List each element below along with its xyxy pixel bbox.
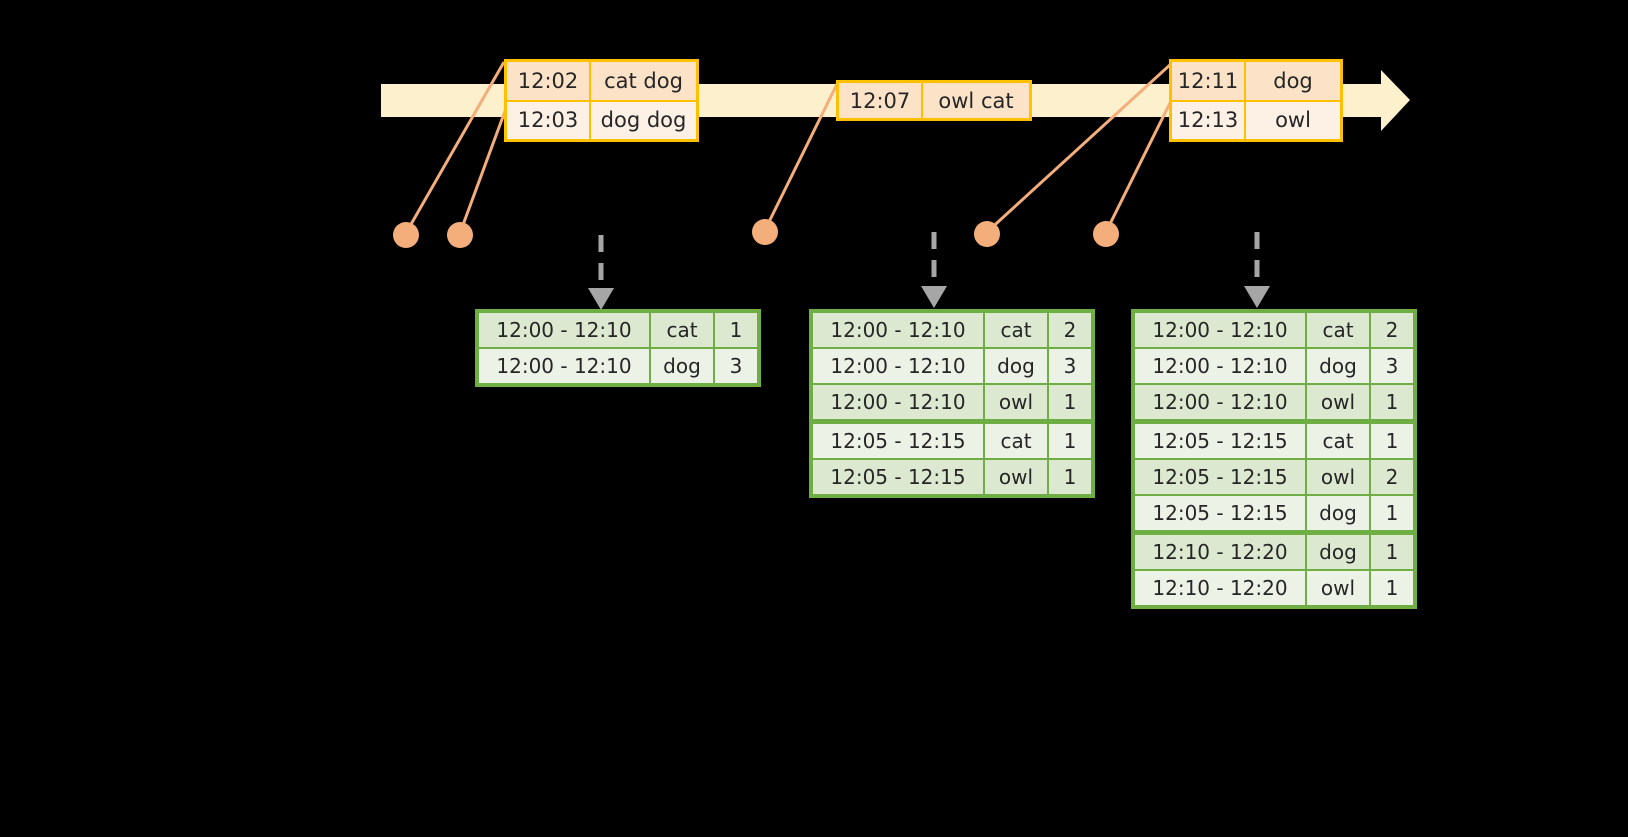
dashed-arrow-head-3	[1244, 286, 1270, 308]
table-row[interactable]: 12:10 - 12:20 owl 1	[1135, 571, 1413, 605]
event-group-2[interactable]: 12:07 owl cat	[836, 80, 1032, 121]
cell-window: 12:00 - 12:10	[1135, 349, 1305, 383]
timeline-arrowhead	[1359, 70, 1410, 131]
table-row[interactable]: 12:00 - 12:10 cat 2	[1135, 313, 1413, 347]
event-words: dog dog	[591, 101, 696, 139]
table-row[interactable]: 12:00 - 12:10 owl 1	[1135, 385, 1413, 419]
dashed-arrow-head-1	[588, 288, 614, 310]
cell-window: 12:00 - 12:10	[479, 313, 649, 347]
cell-word: cat	[1307, 313, 1369, 347]
cell-count: 2	[1371, 460, 1413, 494]
cell-count: 1	[1049, 424, 1091, 458]
cell-window: 12:05 - 12:15	[813, 460, 983, 494]
cell-window: 12:00 - 12:10	[479, 349, 649, 383]
result-table-3[interactable]: 12:00 - 12:10 cat 2 12:00 - 12:10 dog 3 …	[1131, 309, 1417, 609]
event-words: owl	[1246, 101, 1340, 139]
event-row[interactable]: 12:03 dog dog	[507, 99, 696, 139]
cell-word: cat	[985, 313, 1047, 347]
event-time: 12:13	[1172, 101, 1246, 139]
connector-dots	[393, 219, 1119, 248]
event-row[interactable]: 12:13 owl	[1172, 99, 1340, 139]
cell-window: 12:10 - 12:20	[1135, 571, 1305, 605]
connector-dot-3	[752, 219, 778, 245]
result-table-2[interactable]: 12:00 - 12:10 cat 2 12:00 - 12:10 dog 3 …	[809, 309, 1095, 498]
cell-count: 1	[1371, 385, 1413, 419]
event-row[interactable]: 12:11 dog	[1172, 62, 1340, 100]
table-row[interactable]: 12:00 - 12:10 dog 3	[813, 349, 1091, 383]
table-row[interactable]: 12:00 - 12:10 cat 2	[813, 313, 1091, 347]
cell-word: dog	[651, 349, 713, 383]
cell-count: 1	[1371, 571, 1413, 605]
cell-count: 1	[1049, 460, 1091, 494]
event-group-1[interactable]: 12:02 cat dog 12:03 dog dog	[504, 59, 699, 142]
cell-window: 12:05 - 12:15	[1135, 424, 1305, 458]
cell-count: 1	[715, 313, 757, 347]
cell-count: 1	[1371, 424, 1413, 458]
cell-count: 1	[1371, 535, 1413, 569]
event-time: 12:02	[507, 62, 591, 100]
cell-word: owl	[985, 385, 1047, 419]
cell-count: 3	[715, 349, 757, 383]
event-words: cat dog	[591, 62, 696, 100]
connector-dot-4	[974, 221, 1000, 247]
cell-count: 2	[1049, 313, 1091, 347]
event-words: dog	[1246, 62, 1340, 100]
table-row[interactable]: 12:00 - 12:10 cat 1	[479, 313, 757, 347]
cell-word: owl	[985, 460, 1047, 494]
connector-line-1	[404, 61, 506, 234]
connector-line-5	[1104, 102, 1172, 233]
cell-word: cat	[651, 313, 713, 347]
connector-dot-2	[447, 222, 473, 248]
table-row[interactable]: 12:00 - 12:10 dog 3	[479, 349, 757, 383]
cell-word: dog	[1307, 496, 1369, 530]
table-row[interactable]: 12:10 - 12:20 dog 1	[1135, 535, 1413, 569]
table-row[interactable]: 12:00 - 12:10 owl 1	[813, 385, 1091, 419]
cell-count: 3	[1049, 349, 1091, 383]
event-time: 12:07	[839, 83, 923, 118]
cell-window: 12:05 - 12:15	[1135, 460, 1305, 494]
table-row[interactable]: 12:05 - 12:15 cat 1	[1135, 424, 1413, 458]
cell-count: 1	[1049, 385, 1091, 419]
event-time: 12:11	[1172, 62, 1246, 100]
cell-word: cat	[985, 424, 1047, 458]
table-row[interactable]: 12:05 - 12:15 dog 1	[1135, 496, 1413, 530]
dashed-arrow-heads	[588, 286, 1270, 310]
connector-line-3	[763, 81, 840, 231]
cell-window: 12:00 - 12:10	[813, 385, 983, 419]
cell-word: dog	[985, 349, 1047, 383]
dashed-arrow-head-2	[921, 286, 947, 308]
cell-count: 3	[1371, 349, 1413, 383]
event-words: owl cat	[923, 83, 1029, 118]
cell-word: owl	[1307, 460, 1369, 494]
cell-window: 12:10 - 12:20	[1135, 535, 1305, 569]
cell-window: 12:00 - 12:10	[813, 313, 983, 347]
connector-dot-5	[1093, 221, 1119, 247]
cell-window: 12:05 - 12:15	[813, 424, 983, 458]
cell-word: owl	[1307, 571, 1369, 605]
cell-window: 12:05 - 12:15	[1135, 496, 1305, 530]
connector-line-2	[458, 102, 510, 234]
cell-word: dog	[1307, 349, 1369, 383]
connector-dot-1	[393, 222, 419, 248]
result-table-1[interactable]: 12:00 - 12:10 cat 1 12:00 - 12:10 dog 3	[475, 309, 761, 387]
table-row[interactable]: 12:05 - 12:15 owl 1	[813, 460, 1091, 494]
cell-window: 12:00 - 12:10	[813, 349, 983, 383]
event-time: 12:03	[507, 101, 591, 139]
cell-window: 12:00 - 12:10	[1135, 385, 1305, 419]
event-group-3[interactable]: 12:11 dog 12:13 owl	[1169, 59, 1343, 142]
table-row[interactable]: 12:05 - 12:15 owl 2	[1135, 460, 1413, 494]
cell-word: dog	[1307, 535, 1369, 569]
cell-word: cat	[1307, 424, 1369, 458]
cell-word: owl	[1307, 385, 1369, 419]
cell-window: 12:00 - 12:10	[1135, 313, 1305, 347]
cell-count: 2	[1371, 313, 1413, 347]
event-row[interactable]: 12:07 owl cat	[839, 83, 1029, 118]
event-row[interactable]: 12:02 cat dog	[507, 62, 696, 100]
table-row[interactable]: 12:05 - 12:15 cat 1	[813, 424, 1091, 458]
table-row[interactable]: 12:00 - 12:10 dog 3	[1135, 349, 1413, 383]
dashed-arrows	[598, 232, 1260, 290]
cell-count: 1	[1371, 496, 1413, 530]
